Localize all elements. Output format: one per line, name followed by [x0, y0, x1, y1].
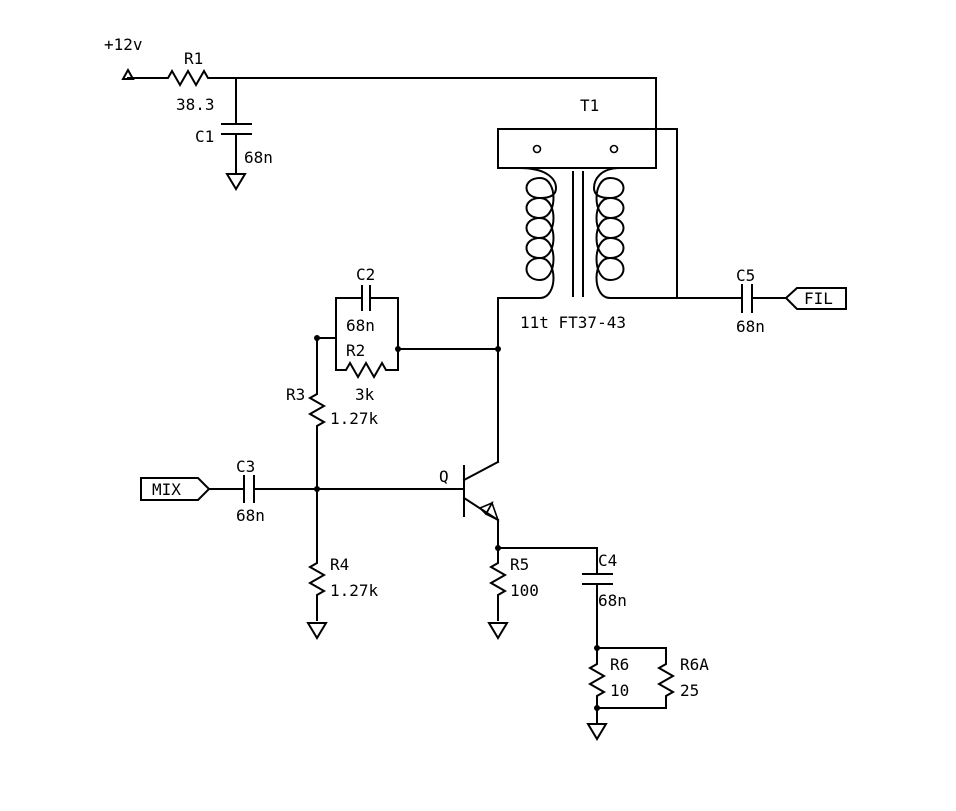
junction-base	[314, 486, 320, 492]
output-section: C5 68n FIL	[676, 266, 847, 336]
junction-feedback-left	[314, 335, 320, 341]
r6-value: 10	[610, 681, 629, 700]
port-fil	[784, 287, 847, 310]
port-mix-label: MIX	[152, 480, 181, 499]
feedback-section: C2 68n R2 3k R3 1.27k	[286, 265, 501, 463]
transformer-t1: T1 11t FT37-43	[497, 96, 678, 332]
t1-dot-secondary	[609, 144, 619, 154]
t1-dot-primary	[532, 144, 542, 154]
supply-section: +12v R1 38.3 C1 68n	[104, 35, 657, 191]
junction-collector	[495, 346, 501, 352]
power-label: +12v	[104, 35, 143, 54]
transistor-q: Q	[439, 460, 500, 522]
resistor-r6	[587, 647, 607, 709]
c3-value: 68n	[236, 506, 265, 525]
ground-icon-c1	[225, 173, 247, 191]
t1-primary-coil	[497, 166, 558, 299]
ground-icon-r4	[306, 622, 328, 640]
r3-value: 1.27k	[330, 409, 379, 428]
wire-emitter-c4	[497, 547, 598, 575]
q-ref: Q	[439, 467, 449, 486]
c2-value: 68n	[346, 316, 375, 335]
t1-ref: T1	[580, 96, 599, 115]
port-mix	[140, 477, 211, 501]
t1-core-label: 11t FT37-43	[520, 313, 626, 332]
resistor-r1	[159, 68, 216, 88]
c1-ref: C1	[195, 127, 214, 146]
r6a-value: 25	[680, 681, 699, 700]
r1-value: 38.3	[176, 95, 215, 114]
c4-value: 68n	[598, 591, 627, 610]
r3-ref: R3	[286, 385, 305, 404]
c5-value: 68n	[736, 317, 765, 336]
wire-c2-left	[335, 297, 363, 339]
resistor-r2	[335, 337, 399, 380]
r2-value: 3k	[355, 385, 375, 404]
c3-ref: C3	[236, 457, 255, 476]
ground-icon-r6	[586, 723, 608, 741]
r6a-ref: R6A	[680, 655, 709, 674]
resistor-r4	[307, 559, 327, 621]
q-emitter-arrowhead	[484, 501, 500, 522]
r2-ref: R2	[346, 341, 365, 360]
wire-r3-top	[316, 337, 337, 391]
resistor-r3	[307, 389, 327, 431]
resistor-r6a	[596, 659, 676, 709]
emitter-section: R5 100 C4 68n R6 10 R6A 25	[487, 519, 709, 741]
t1-outline	[497, 128, 678, 299]
r1-ref: R1	[184, 49, 203, 68]
wire-supply-rail	[214, 77, 657, 169]
t1-secondary-coil	[592, 166, 678, 299]
r4-ref: R4	[330, 555, 349, 574]
wire-supply-r1	[127, 77, 161, 80]
wire-c2-right	[369, 297, 399, 350]
c5-ref: C5	[736, 266, 755, 285]
q-collector-lead	[462, 460, 500, 482]
port-fil-label: FIL	[804, 289, 833, 308]
c2-ref: C2	[356, 265, 375, 284]
resistor-r5	[488, 557, 508, 621]
r5-value: 100	[510, 581, 539, 600]
ground-icon-r5	[487, 622, 509, 640]
input-section: MIX C3 68n R4 1.27k	[140, 429, 465, 640]
r4-value: 1.27k	[330, 581, 379, 600]
r6-ref: R6	[610, 655, 629, 674]
r5-ref: R5	[510, 555, 529, 574]
c1-value: 68n	[244, 148, 273, 167]
wire-r6a-top	[596, 647, 667, 661]
c4-ref: C4	[598, 551, 617, 570]
